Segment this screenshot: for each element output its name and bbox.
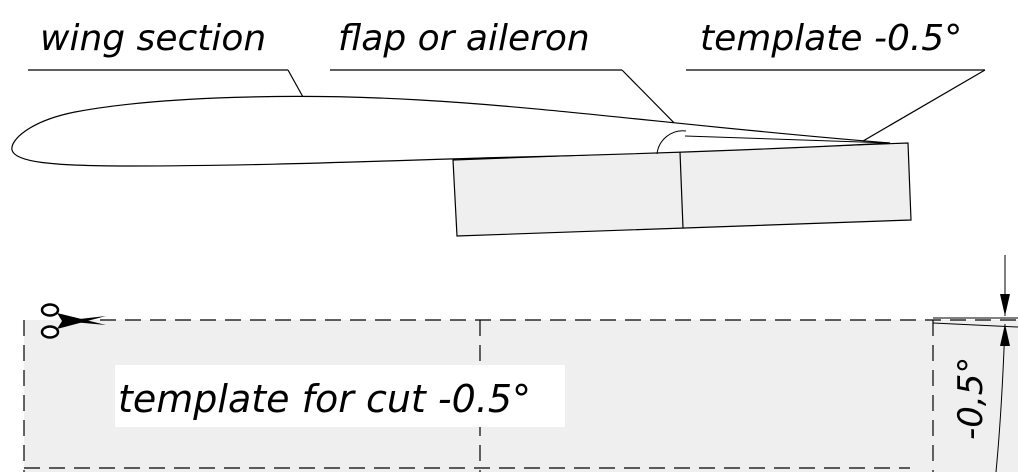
angle-arrow-top	[1000, 294, 1010, 316]
label-template-angle-text: template -0.5°	[700, 18, 962, 59]
template-block-divider	[679, 151, 684, 229]
wing-section-airfoil	[11, 95, 891, 167]
cut-template: template for cut -0.5°	[23, 319, 1018, 472]
label-wing-section: wing section	[28, 18, 326, 136]
angle-ref-line-2	[932, 322, 1018, 328]
label-wing-section-text: wing section	[40, 18, 266, 59]
scissors-icon	[40, 303, 106, 339]
label-template-for-cut: template for cut -0.5°	[118, 377, 531, 421]
angle-dimension: -0,5°	[932, 255, 1018, 472]
angle-dimension-label: -0,5°	[951, 357, 991, 440]
airfoil-outline	[11, 95, 891, 167]
cut-label-background	[115, 365, 565, 427]
label-flap-or-aileron-text: flap or aileron	[338, 18, 590, 59]
flap-hinge-arc	[656, 130, 687, 155]
flap-upper-line	[684, 135, 891, 144]
angle-dim-arc	[995, 323, 1006, 472]
